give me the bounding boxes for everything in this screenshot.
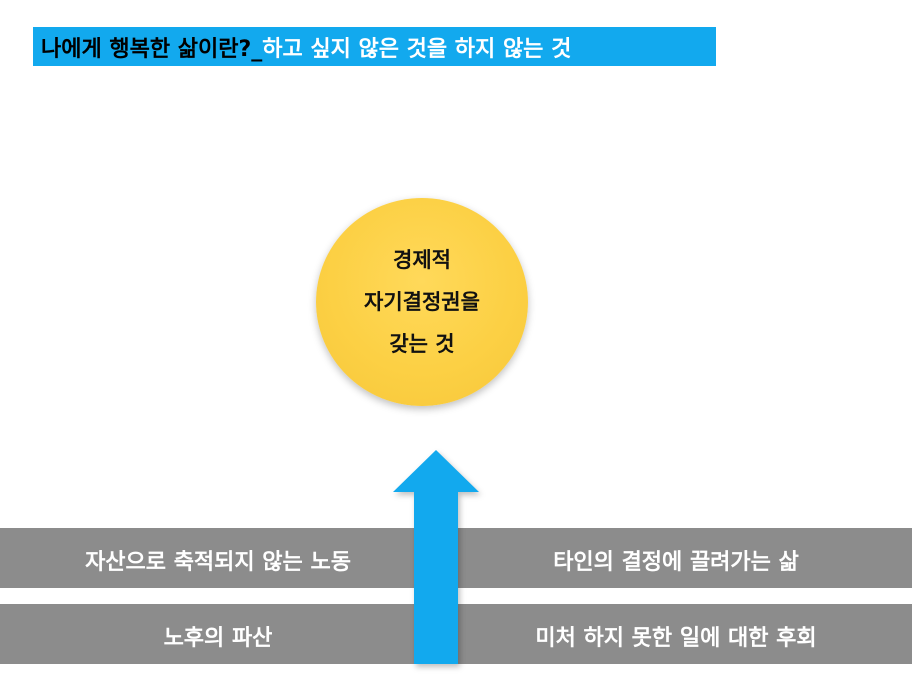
band-text-regret: 미처 하지 못한 일에 대한 후회 (535, 626, 817, 651)
band-text-labor: 자산으로 축적되지 않는 노동 (85, 550, 351, 575)
goal-circle: 경제적 자기결정권을 갖는 것 (316, 198, 528, 406)
title-answer: 하고 싶지 않은 것을 하지 않는 것 (262, 36, 572, 62)
page-title: 나에게 행복한 삶이란?_하고 싶지 않은 것을 하지 않는 것 (33, 27, 716, 66)
up-arrow-icon (393, 450, 479, 664)
band-text-bankruptcy: 노후의 파산 (163, 626, 273, 651)
goal-line-3: 갖는 것 (389, 332, 455, 356)
band-text-dependence: 타인의 결정에 끌려가는 삶 (553, 550, 799, 575)
goal-line-1: 경제적 (393, 248, 451, 272)
goal-line-2: 자기결정권을 (364, 290, 480, 314)
title-question: 나에게 행복한 삶이란?_ (41, 36, 263, 62)
